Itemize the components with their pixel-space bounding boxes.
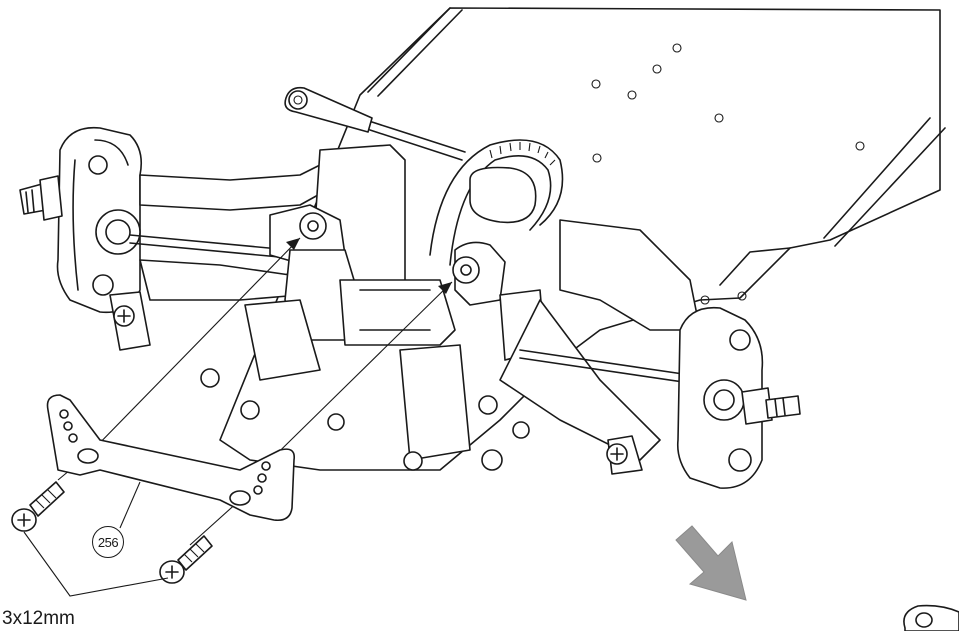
right-axle-nut	[741, 387, 801, 425]
part-leader-line	[119, 481, 141, 529]
chassis-screws	[200, 368, 530, 471]
partial-rod-end	[903, 604, 959, 631]
drive-belt	[429, 139, 564, 266]
tapping-screw-left	[11, 481, 65, 532]
left-suspension-arms	[109, 159, 346, 351]
right-upright	[676, 306, 764, 489]
left-upright	[56, 126, 143, 314]
right-suspension-arms	[499, 219, 701, 475]
screw-leader-lines	[23, 531, 169, 597]
center-bulkhead	[269, 144, 456, 346]
insertion-arrows	[286, 238, 452, 294]
chassis-holes	[591, 43, 865, 305]
left-axle-nut	[19, 175, 63, 221]
tapping-screw-right	[159, 535, 213, 584]
screw-size-label: 3x12mm	[2, 608, 75, 629]
right-bulkhead	[244, 241, 546, 461]
part-number-label: 256	[92, 526, 124, 558]
front-direction-arrow-icon	[675, 525, 747, 601]
upper-rod	[284, 86, 466, 161]
stay-plate-256	[46, 394, 296, 522]
